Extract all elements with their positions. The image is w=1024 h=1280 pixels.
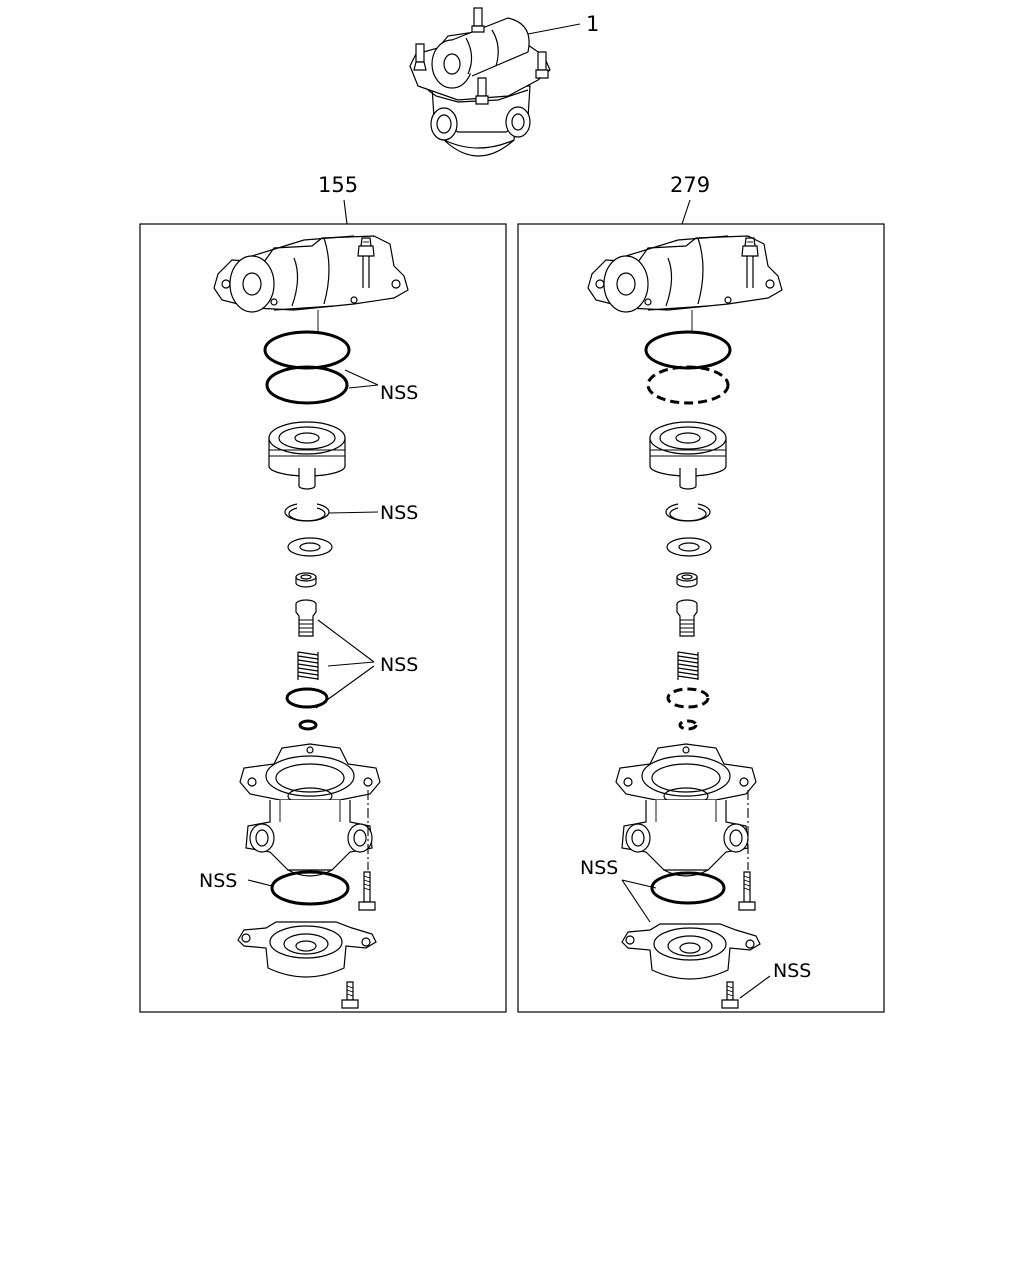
callout-kit-right: 279 [670,173,710,197]
o-ring-upper [263,330,351,370]
o-ring-small-r [666,687,710,709]
o-ring-lower-r [646,365,730,405]
o-ring-exhaust [270,870,350,906]
o-ring-tiny [298,719,318,731]
kit-box-right [517,223,885,1013]
o-ring-lower [265,365,349,405]
kit-box-left [139,223,507,1013]
nss-label-right-1: NSS [580,857,618,879]
callout-assembly: 1 [586,12,599,36]
assembly-illustration [409,7,551,157]
o-ring-exhaust-r [650,871,726,905]
nss-label-left-2: NSS [380,502,418,524]
o-ring-upper-r [644,330,732,370]
callout-leaders [343,23,691,225]
callout-kit-left: 155 [318,173,358,197]
o-ring-small [285,687,329,709]
nss-label-right-2: NSS [773,960,811,982]
nss-label-left-4: NSS [199,870,237,892]
nss-label-left-3: NSS [380,654,418,676]
o-ring-tiny-r [678,719,698,731]
nss-label-left-1: NSS [380,382,418,404]
